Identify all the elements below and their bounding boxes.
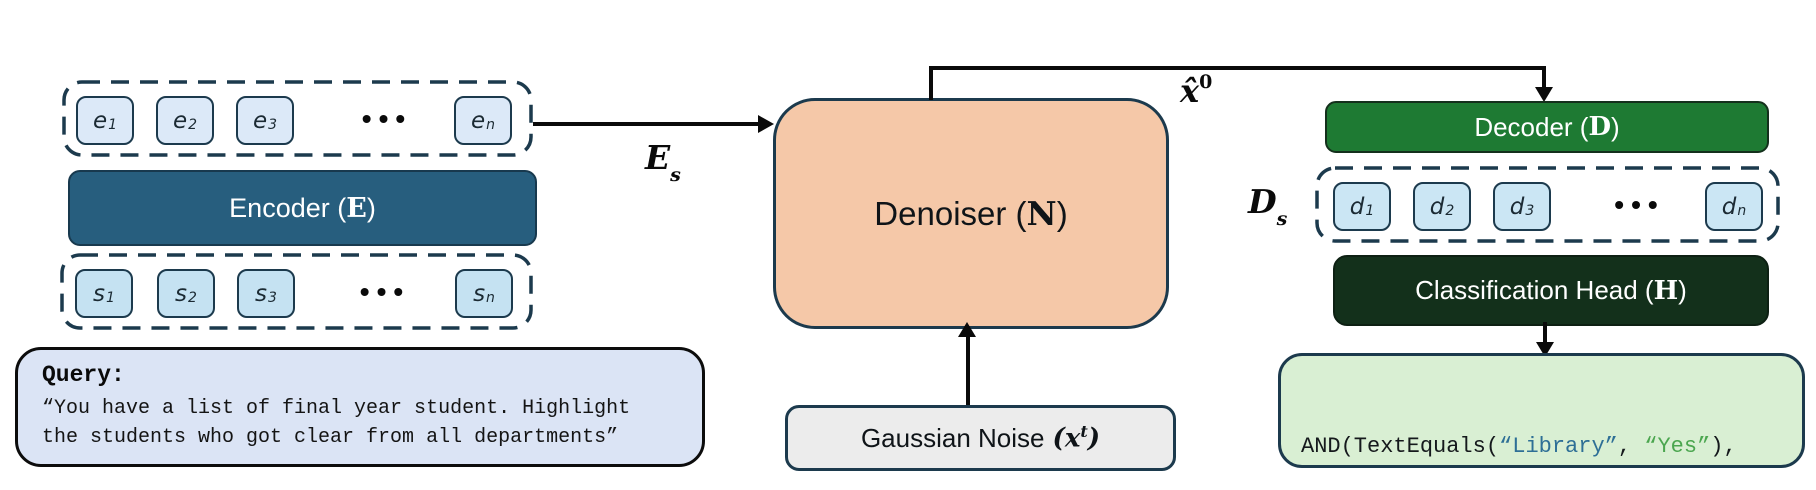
token-sub: 2 bbox=[188, 289, 197, 306]
token-base: d bbox=[1509, 193, 1525, 220]
gaussian-noise-block: Gaussian Noise (xt) bbox=[785, 405, 1176, 471]
decoder-block: Decoder (D ) bbox=[1325, 101, 1769, 153]
dashed-border bbox=[1315, 166, 1780, 243]
paren-open: ( bbox=[1052, 423, 1065, 454]
es-arrow-line bbox=[533, 122, 761, 126]
denoiser-label: Denoiser ( bbox=[874, 194, 1027, 232]
ellipsis-dots: ••• bbox=[1614, 188, 1665, 220]
token-sub: 1 bbox=[108, 116, 118, 133]
gaussian-label: Gaussian Noise bbox=[860, 422, 1045, 453]
dashed-border bbox=[60, 253, 533, 330]
token-sub: 1 bbox=[106, 289, 115, 306]
denoiser-symbol: N bbox=[1026, 194, 1057, 233]
classification-head-symbol: H bbox=[1653, 275, 1679, 306]
ellipsis-dots: ••• bbox=[361, 102, 413, 134]
paren-close: ) bbox=[1087, 423, 1101, 454]
decoder-label: Decoder ( bbox=[1474, 111, 1589, 142]
token-base: e bbox=[252, 107, 268, 134]
query-box: Query: “You have a list of final year st… bbox=[15, 347, 705, 467]
denoiser-label-close: ) bbox=[1056, 194, 1068, 232]
encoder-block: Encoder (E ) bbox=[68, 170, 537, 246]
encoder-symbol: E bbox=[346, 192, 367, 224]
token-base: d bbox=[1721, 193, 1737, 220]
token-sub: n bbox=[1737, 202, 1747, 219]
ellipsis-dots: ••• bbox=[359, 275, 411, 307]
token-sub: 3 bbox=[268, 289, 277, 306]
token-sub: n bbox=[486, 289, 495, 306]
token-base: s bbox=[175, 280, 188, 307]
token-sub: 2 bbox=[1445, 202, 1455, 219]
ds-base: D bbox=[1248, 182, 1277, 221]
ds-sub: s bbox=[1276, 207, 1288, 230]
token-sub: 1 bbox=[1365, 202, 1375, 219]
token-base: e bbox=[92, 107, 108, 134]
gaussian-math: (xt) bbox=[1053, 422, 1101, 454]
token-base: d bbox=[1349, 193, 1365, 220]
token-sub: 2 bbox=[188, 116, 198, 133]
classification-head-label: Classification Head ( bbox=[1415, 275, 1654, 305]
es-arrowhead-icon bbox=[758, 115, 774, 133]
x-symbol: x bbox=[1064, 423, 1081, 454]
dsl-output-box: AND(TextEquals(“Library”, “Yes”), TextEq… bbox=[1278, 353, 1805, 468]
token-sub: 3 bbox=[268, 116, 278, 133]
classification-head-label-close: ) bbox=[1678, 275, 1687, 305]
es-sub: s bbox=[670, 163, 681, 186]
token-base: s bbox=[473, 280, 486, 307]
encoder-label-close: ) bbox=[366, 192, 376, 223]
elbow-arrowhead-icon bbox=[1535, 87, 1553, 102]
classification-head-block: Classification Head (H ) bbox=[1333, 255, 1769, 326]
code-line-1: AND(TextEquals(“Library”, “Yes”), bbox=[1301, 434, 1737, 459]
xhat-sup: 0 bbox=[1199, 71, 1213, 94]
gaussian-arrowhead-icon bbox=[958, 322, 976, 337]
token-base: s bbox=[93, 280, 106, 307]
t-superscript: t bbox=[1080, 422, 1088, 442]
es-label: Es bbox=[645, 138, 681, 186]
es-base: E bbox=[645, 138, 671, 177]
query-title: Query: bbox=[42, 362, 125, 388]
denoiser-block: Denoiser (N) bbox=[773, 98, 1169, 329]
gaussian-arrow-line bbox=[966, 335, 970, 405]
token-base: e bbox=[470, 107, 486, 134]
token-base: s bbox=[255, 280, 268, 307]
elbow-vertical-line bbox=[1542, 66, 1546, 88]
elbow-horizontal-line bbox=[929, 66, 1545, 70]
xhat-label: x̂0 bbox=[1180, 71, 1213, 110]
query-line-2: the students who got clear from all depa… bbox=[42, 426, 619, 449]
token-sub: 3 bbox=[1525, 202, 1535, 219]
decoder-label-close: ) bbox=[1611, 111, 1620, 142]
token-base: d bbox=[1429, 193, 1445, 220]
token-sub: n bbox=[486, 116, 496, 133]
head-arrow-line bbox=[1543, 322, 1547, 344]
elbow-stub-line bbox=[929, 68, 933, 100]
token-base: e bbox=[172, 107, 188, 134]
decoder-symbol: D bbox=[1588, 112, 1612, 142]
dashed-border bbox=[62, 80, 533, 157]
xhat-base: x̂ bbox=[1180, 72, 1200, 110]
query-line-1: “You have a list of final year student. … bbox=[42, 397, 631, 420]
encoder-label: Encoder ( bbox=[229, 192, 347, 223]
ds-label: Ds bbox=[1248, 182, 1287, 230]
